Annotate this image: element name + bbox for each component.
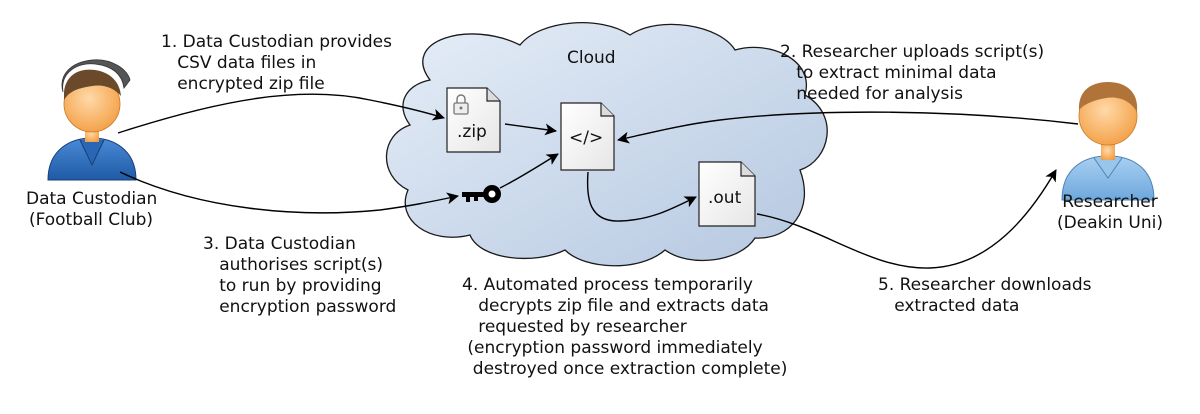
researcher-org: (Deakin Uni) <box>1057 213 1163 233</box>
step-2-text: 2. Researcher uploads script(s) to extra… <box>780 42 1045 104</box>
researcher-avatar-icon <box>1061 82 1155 201</box>
step-5-text: 5. Researcher downloads extracted data <box>878 275 1092 316</box>
arrow-step5 <box>756 169 1057 269</box>
arrow-zip-to-script <box>504 123 557 136</box>
step-1-text: 1. Data Custodian provides CSV data file… <box>161 32 392 94</box>
arrow-step3 <box>119 171 459 214</box>
out-file-label: .out <box>708 188 742 208</box>
arrow-script-to-out <box>586 171 697 222</box>
arrow-step2 <box>617 111 1079 144</box>
researcher-name: Researcher <box>1062 192 1158 212</box>
script-file-icon <box>560 102 615 171</box>
lock-icon <box>453 94 469 115</box>
custodian-avatar-icon <box>47 59 137 181</box>
custodian-name: Data Custodian <box>26 189 158 209</box>
cloud-title: Cloud <box>567 48 616 68</box>
arrow-key-to-script <box>499 153 559 189</box>
out-file-icon <box>698 161 756 227</box>
step-4-text: 4. Automated process temporarily decrypt… <box>462 275 788 379</box>
zip-file-label: .zip <box>457 122 487 142</box>
custodian-org: (Football Club) <box>28 210 154 230</box>
step-3-text: 3. Data Custodian authorises script(s) t… <box>203 234 397 317</box>
key-icon <box>462 185 501 203</box>
arrow-step1 <box>117 93 445 134</box>
script-file-label: </> <box>569 128 604 148</box>
